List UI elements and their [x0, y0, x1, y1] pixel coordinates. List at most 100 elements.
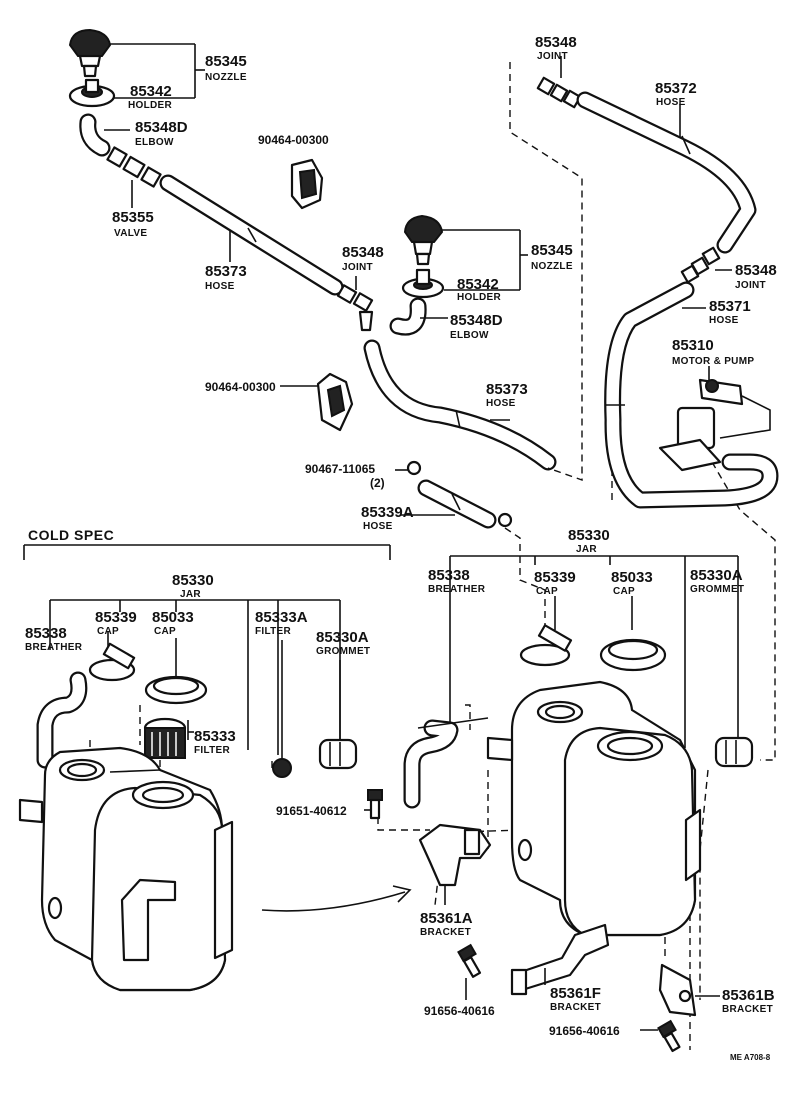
grommet-85330a-right[interactable] [714, 736, 754, 768]
nozzle-85345-mid[interactable] [403, 214, 444, 266]
svg-text:HOSE: HOSE [709, 315, 739, 326]
hose-85372[interactable] [560, 56, 757, 254]
svg-text:85333A: 85333A [255, 609, 308, 626]
svg-text:85348D: 85348D [135, 119, 188, 136]
cap-85033-left[interactable] [144, 675, 208, 705]
grommet-85330a-left[interactable] [318, 738, 358, 770]
hose-85371[interactable] [604, 281, 779, 509]
label-hose-85339a: 85339A HOSE [361, 504, 414, 532]
svg-text:85339A: 85339A [361, 504, 414, 521]
bracket-85361b[interactable] [658, 963, 720, 1017]
label-joint-top-right: 85348 JOINT [535, 34, 577, 62]
filter-85333[interactable] [143, 717, 194, 759]
svg-text:ELBOW: ELBOW [450, 330, 489, 341]
svg-text:HOLDER: HOLDER [128, 100, 172, 111]
joint-85348-top-right[interactable] [536, 76, 582, 109]
jar-right-bracket-lines [449, 555, 739, 748]
joint-85348-mid-part[interactable] [336, 284, 374, 332]
svg-text:85373: 85373 [486, 381, 528, 398]
svg-text:GROMMET: GROMMET [316, 646, 370, 657]
svg-text:85342: 85342 [457, 276, 499, 293]
label-cap-85339-left: 85339 CAP [95, 609, 137, 637]
cold-spec-bracket [23, 544, 391, 560]
svg-text:90464-00300: 90464-00300 [258, 133, 329, 147]
cap-85339-left[interactable] [88, 642, 136, 682]
svg-text:85330A: 85330A [690, 567, 743, 584]
filter-85333a[interactable] [272, 758, 292, 778]
svg-text:CAP: CAP [154, 626, 176, 637]
label-filter-85333: 85333 FILTER [194, 728, 236, 756]
jar-85330-right[interactable] [486, 680, 702, 937]
svg-text:HOSE: HOSE [656, 97, 686, 108]
svg-text:BREATHER: BREATHER [25, 642, 83, 653]
nozzle-85345-top[interactable] [68, 28, 112, 78]
joint-85348-right[interactable] [680, 246, 732, 284]
svg-text:85361B: 85361B [722, 987, 775, 1004]
elbow-85348d-mid[interactable] [389, 297, 427, 336]
svg-text:NOZZLE: NOZZLE [531, 261, 573, 272]
svg-text:91656-40616: 91656-40616 [424, 1004, 495, 1018]
svg-text:85361A: 85361A [420, 910, 473, 927]
breather-85338-left[interactable] [36, 671, 88, 769]
leaders-right-jar [417, 717, 489, 729]
svg-text:HOLDER: HOLDER [457, 292, 501, 303]
label-filter-85333a: 85333A FILTER [255, 609, 308, 637]
svg-text:ELBOW: ELBOW [135, 137, 174, 148]
holder-85342-mid[interactable] [401, 268, 445, 299]
svg-text:85310: 85310 [672, 337, 714, 354]
clamp-90467-11065[interactable] [395, 460, 513, 528]
svg-text:85330: 85330 [568, 527, 610, 544]
label-breather-left: 85338 BREATHER [25, 625, 83, 653]
svg-text:JAR: JAR [180, 589, 201, 600]
hose-85373-mid[interactable] [363, 339, 557, 471]
svg-text:91656-40616: 91656-40616 [549, 1024, 620, 1038]
label-hose-85373-left: 85373 HOSE [205, 263, 247, 292]
svg-text:85345: 85345 [531, 242, 573, 259]
hose-85373-left[interactable] [159, 174, 344, 296]
label-clamp: 90467-11065 (2) [305, 462, 385, 490]
clip-90464-00300-top[interactable] [290, 158, 324, 210]
svg-text:FILTER: FILTER [255, 626, 292, 637]
svg-text:85371: 85371 [709, 298, 751, 315]
breather-85338-right[interactable] [403, 719, 459, 809]
bolt-91656-40616-a[interactable] [457, 943, 482, 1000]
svg-text:85348D: 85348D [450, 312, 503, 329]
cap-85339-right[interactable] [519, 624, 573, 667]
svg-text:HOSE: HOSE [486, 398, 516, 409]
svg-text:85033: 85033 [152, 609, 194, 626]
svg-text:90467-11065: 90467-11065 [305, 462, 375, 476]
svg-text:85033: 85033 [611, 569, 653, 586]
label-elbow-top: 85348D ELBOW [135, 119, 188, 148]
svg-text:NOZZLE: NOZZLE [205, 72, 247, 83]
label-holder-mid: 85342 HOLDER [457, 276, 501, 303]
svg-text:85330: 85330 [172, 572, 214, 589]
svg-text:85333: 85333 [194, 728, 236, 745]
elbow-85348d-top[interactable] [79, 113, 111, 157]
svg-text:85355: 85355 [112, 209, 154, 226]
svg-text:CAP: CAP [613, 586, 635, 597]
cap-85033-right[interactable] [599, 638, 667, 672]
clip-90464-00300-mid[interactable] [316, 372, 354, 432]
label-holder-top: 85342 HOLDER [128, 83, 172, 111]
leaders-top-left [104, 43, 357, 290]
valve-85355[interactable] [106, 146, 162, 188]
svg-text:85342: 85342 [130, 83, 172, 100]
svg-text:85339: 85339 [534, 569, 576, 586]
bolt-91651-40612[interactable] [364, 789, 383, 820]
svg-text:BRACKET: BRACKET [550, 1002, 601, 1013]
motor-pump-85310[interactable] [658, 366, 771, 472]
bolt-91656-40616-b[interactable] [640, 1019, 681, 1053]
bracket-85361a[interactable] [418, 823, 492, 905]
svg-text:JOINT: JOINT [537, 51, 568, 62]
label-grommet-left: 85330A GROMMET [316, 629, 370, 657]
label-motor-pump: 85310 MOTOR & PUMP [672, 337, 754, 367]
bracket-85361f[interactable] [510, 923, 610, 996]
leaders-mid [280, 229, 528, 387]
svg-text:JAR: JAR [576, 544, 597, 555]
label-section-cold-spec: COLD SPEC [28, 527, 114, 543]
jar-85330-left[interactable] [18, 746, 234, 992]
holder-85342-top[interactable] [68, 78, 116, 108]
svg-text:MOTOR & PUMP: MOTOR & PUMP [672, 356, 754, 367]
hose-85339a[interactable] [400, 479, 497, 529]
svg-text:COLD SPEC: COLD SPEC [28, 527, 114, 543]
